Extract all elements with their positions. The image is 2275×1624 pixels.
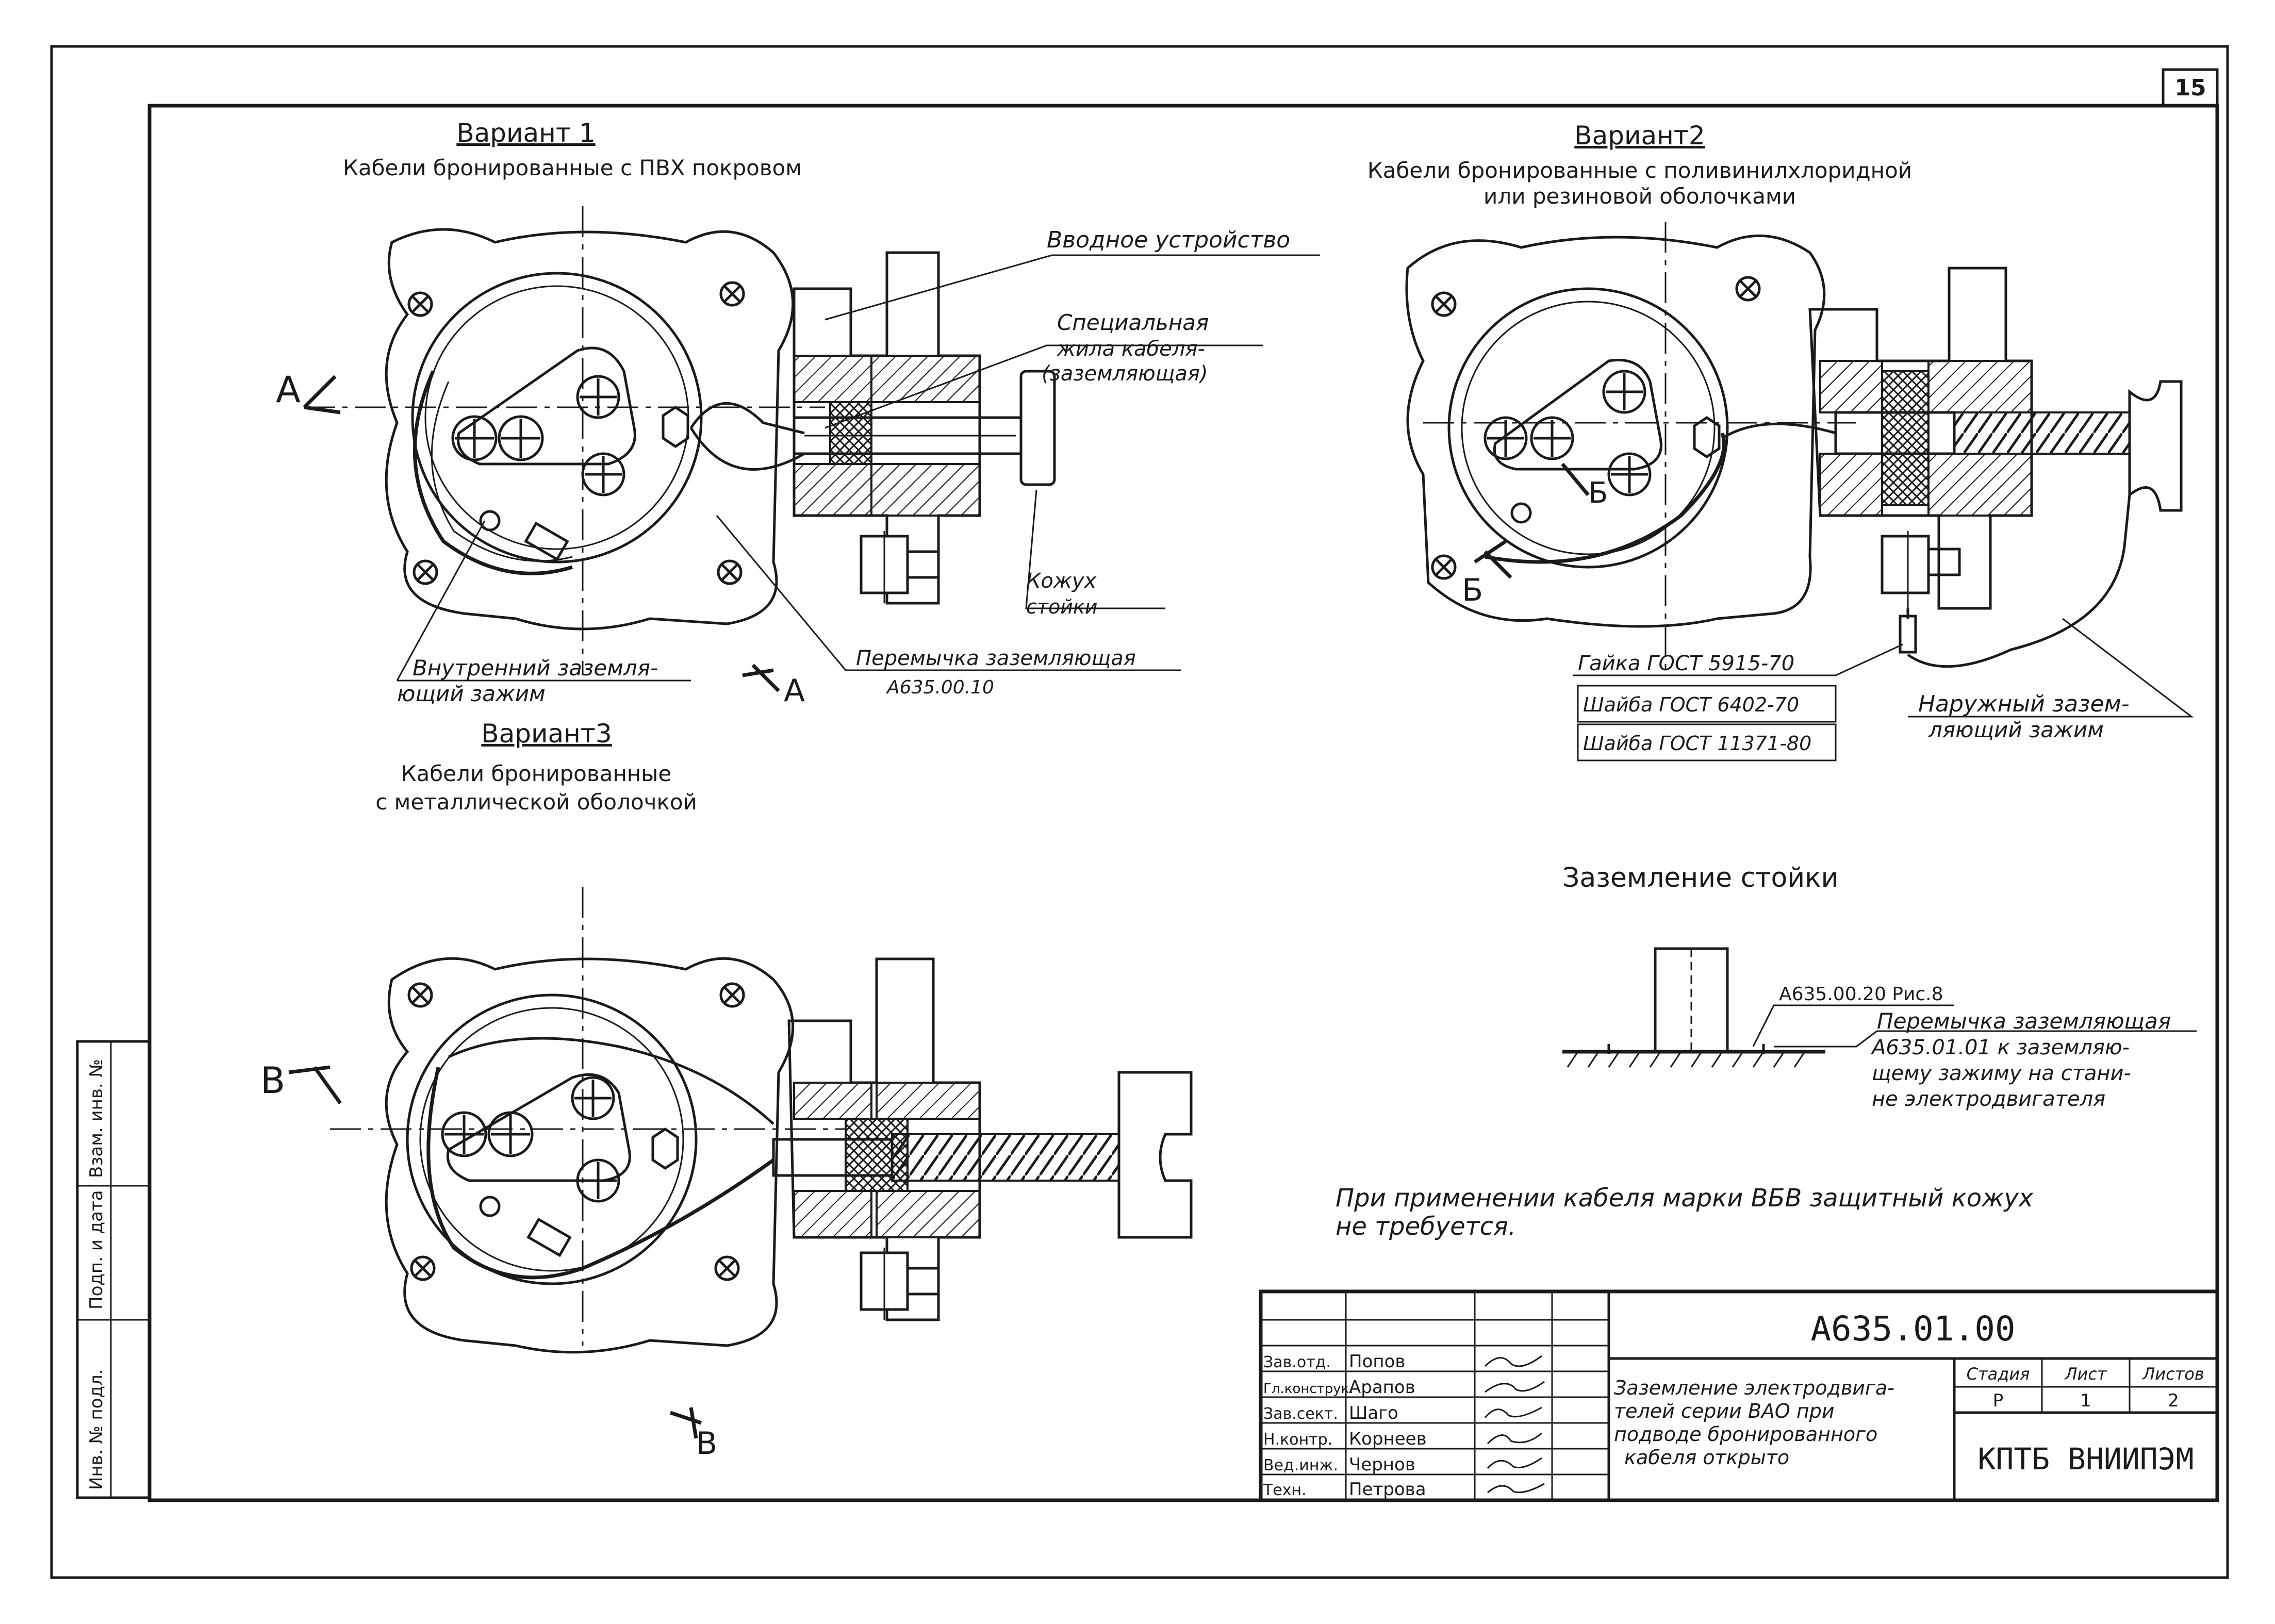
- callout-internal-clamp-2: ющий зажим: [397, 681, 546, 706]
- tb-sheet: 1: [2080, 1390, 2091, 1411]
- grounding-title: Заземление стойки: [1562, 863, 1838, 893]
- tb-title-3: подводе бронированного: [1614, 1423, 1877, 1446]
- callout-washer-2: Шайба ГОСТ 11371-80: [1583, 732, 1811, 755]
- tb-title-2: телей серии ВАО при: [1614, 1400, 1835, 1422]
- variant-3-caption-1: Кабели бронированные: [401, 761, 672, 786]
- tb-role-1: Зав.отд.: [1263, 1353, 1331, 1371]
- tb-title-1: Заземление электродвига-: [1614, 1377, 1894, 1399]
- variant-3-heading: Вариант3: [481, 719, 612, 749]
- variant-2-caption-1: Кабели бронированные с поливинилхлоридно…: [1367, 158, 1912, 183]
- tb-name-5: Чернов: [1349, 1454, 1415, 1475]
- side-stamp-inv: Инв. № подл.: [86, 1369, 107, 1490]
- variant-2-heading: Вариант2: [1574, 121, 1705, 151]
- signatures: [1484, 1355, 1545, 1494]
- section-mark-v-top: В: [260, 1059, 285, 1102]
- section-mark-b-top: Б: [1588, 476, 1608, 510]
- grounding-section: Заземление стойки А635.00.20 Рис.8 Перем…: [1562, 863, 2197, 1111]
- tb-org: КПТБ ВНИИПЭМ: [1977, 1441, 2194, 1477]
- variant-2: Вариант2 Кабели бронированные с поливини…: [1367, 121, 2183, 670]
- callout-casing-1: Кожух: [1026, 569, 1097, 593]
- tb-role-4: Н.контр.: [1263, 1431, 1332, 1449]
- page-number-box: [2162, 68, 2219, 107]
- grounding-ref: А635.00.20 Рис.8: [1779, 984, 1943, 1005]
- callouts: Вводное устройство Специальная жила кабе…: [396, 227, 2194, 761]
- tb-stage: Р: [1993, 1390, 2004, 1411]
- tb-name-4: Корнеев: [1349, 1429, 1427, 1449]
- section-mark-b-bottom: Б: [1462, 572, 1483, 608]
- section-mark-a-bottom: А: [784, 673, 805, 709]
- callout-external-clamp-1: Наружный зазем-: [1918, 691, 2130, 717]
- tb-stage-label: Стадия: [1967, 1364, 2030, 1384]
- section-mark-v-bottom: В: [696, 1426, 717, 1462]
- note-line-2: не требуется.: [1336, 1212, 1516, 1241]
- tb-sheet-label: Лист: [2064, 1364, 2107, 1384]
- variant-1: Вариант 1 Кабели бронированные с ПВХ пок…: [304, 118, 1056, 675]
- tb-title-4: кабеля открыто: [1624, 1446, 1789, 1469]
- side-stamp: Инв. № подл. Подп. и дата Взам. инв. №: [76, 1040, 151, 1499]
- grounding-jumper-2: А635.01.01 к заземляю-: [1870, 1036, 2130, 1059]
- variant-2-caption-2: или резиновой оболочками: [1483, 184, 1796, 209]
- tb-sheets-label: Листов: [2142, 1364, 2204, 1384]
- inner-frame: [147, 104, 2219, 1502]
- tb-role-5: Вед.инж.: [1263, 1456, 1338, 1474]
- tb-name-3: Шаго: [1349, 1403, 1398, 1423]
- callout-special-core-3: (заземляющая): [1042, 362, 1208, 386]
- variant-3-caption-2: с металлической оболочкой: [375, 789, 697, 815]
- callout-special-core-1: Специальная: [1057, 310, 1209, 335]
- tb-name-1: Попов: [1349, 1351, 1405, 1372]
- side-stamp-replace: Взам. инв. №: [86, 1059, 107, 1178]
- variant-1-caption: Кабели бронированные с ПВХ покровом: [343, 155, 802, 180]
- tb-role-3: Зав.сект.: [1263, 1405, 1338, 1423]
- tb-name-2: Арапов: [1349, 1377, 1415, 1398]
- callout-internal-clamp-1: Внутренний заземля-: [413, 655, 658, 681]
- note-line-1: При применении кабеля марки ВБВ защитный…: [1336, 1184, 2034, 1213]
- tb-name-6: Петрова: [1349, 1479, 1426, 1500]
- side-stamp-sign: Подп. и дата: [86, 1190, 107, 1310]
- title-block: Зав.отд. Попов Гл.конструк. Арапов Зав.с…: [1259, 1289, 2219, 1502]
- outer-frame: [50, 45, 2229, 1579]
- grounding-jumper-3: щему зажиму на стани-: [1872, 1062, 2131, 1085]
- callout-special-core-2: жила кабеля-: [1057, 337, 1205, 361]
- tb-role-2: Гл.конструк.: [1263, 1381, 1354, 1397]
- callout-external-clamp-2: ляющий зажим: [1928, 717, 2104, 742]
- grounding-jumper-1: Перемычка заземляющая: [1877, 1008, 2171, 1034]
- callout-casing-2: стойки: [1026, 595, 1098, 618]
- variant-3: Вариант3 Кабели бронированные с металлич…: [330, 719, 1193, 1354]
- callout-nut: Гайка ГОСТ 5915-70: [1578, 652, 1794, 675]
- callout-washer-1: Шайба ГОСТ 6402-70: [1583, 693, 1799, 716]
- tb-role-6: Техн.: [1263, 1481, 1307, 1499]
- variant-1-heading: Вариант 1: [456, 118, 595, 148]
- callout-jumper-2: А635.00.10: [886, 677, 994, 698]
- grounding-jumper-4: не электродвигателя: [1872, 1087, 2105, 1111]
- section-marks: А А Б Б В В: [260, 369, 1608, 1462]
- callout-input-device: Вводное устройство: [1047, 227, 1290, 253]
- page-number: 15: [2174, 75, 2206, 101]
- tb-sheets: 2: [2168, 1390, 2179, 1411]
- tb-doc-number: А635.01.00: [1810, 1309, 2015, 1349]
- callout-jumper-1: Перемычка заземляющая: [856, 647, 1136, 670]
- section-mark-a-top: А: [276, 369, 301, 411]
